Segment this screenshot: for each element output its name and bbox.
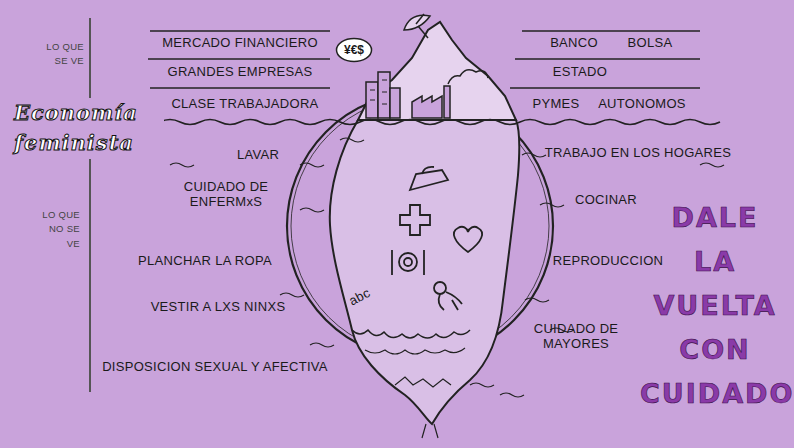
wave-stroke: [700, 163, 724, 167]
care-label: DISPOSICION SEXUAL Y AFECTIVA: [102, 360, 328, 375]
wave-stroke: [310, 343, 334, 347]
wave-stroke: [300, 208, 324, 212]
wave-stroke: [500, 393, 524, 397]
wave-stroke: [170, 163, 194, 167]
care-label: CUIDADO DE MAYORES: [521, 322, 631, 352]
wave-stroke: [470, 383, 494, 387]
wave-stroke: [300, 163, 324, 167]
title-text: Economía feminista: [14, 98, 164, 159]
wave-stroke: [522, 153, 546, 157]
speech-bubble: ¥€$: [335, 37, 373, 63]
economy-label: GRANDES EMPRESAS: [168, 65, 313, 80]
care-label: CUIDADO DE ENFERMxS: [167, 180, 285, 210]
economy-label: AUTONOMOS: [598, 97, 686, 112]
economy-label: PYMES: [532, 97, 579, 112]
wave-stroke: [280, 293, 304, 297]
economy-label: BANCO: [550, 36, 598, 51]
section-caption: LO QUE NO SE VE: [40, 208, 80, 251]
care-label: LAVAR: [237, 148, 279, 163]
economy-label: BOLSA: [628, 36, 673, 51]
wave-stroke: [540, 203, 564, 207]
care-label: COCINAR: [575, 193, 637, 208]
section-caption: LO QUE SE VE: [40, 40, 84, 69]
care-label: REPRODUCCION: [553, 254, 664, 269]
care-label: TRABAJO EN LOS HOGARES: [545, 146, 731, 161]
care-label: VESTIR A LXS NINXS: [151, 300, 286, 315]
economy-label: CLASE TRABAJADORA: [171, 97, 318, 112]
economy-label: MERCADO FINANCIERO: [162, 36, 318, 51]
slogan-text: DALE LA VUELTA CON CUIDADO: [640, 196, 790, 416]
wave-stroke: [525, 298, 549, 302]
care-label: PLANCHAR LA ROPA: [138, 254, 272, 269]
bubble-text: ¥€$: [335, 43, 373, 57]
economy-label: ESTADO: [553, 65, 607, 80]
wave-stroke: [340, 138, 364, 142]
